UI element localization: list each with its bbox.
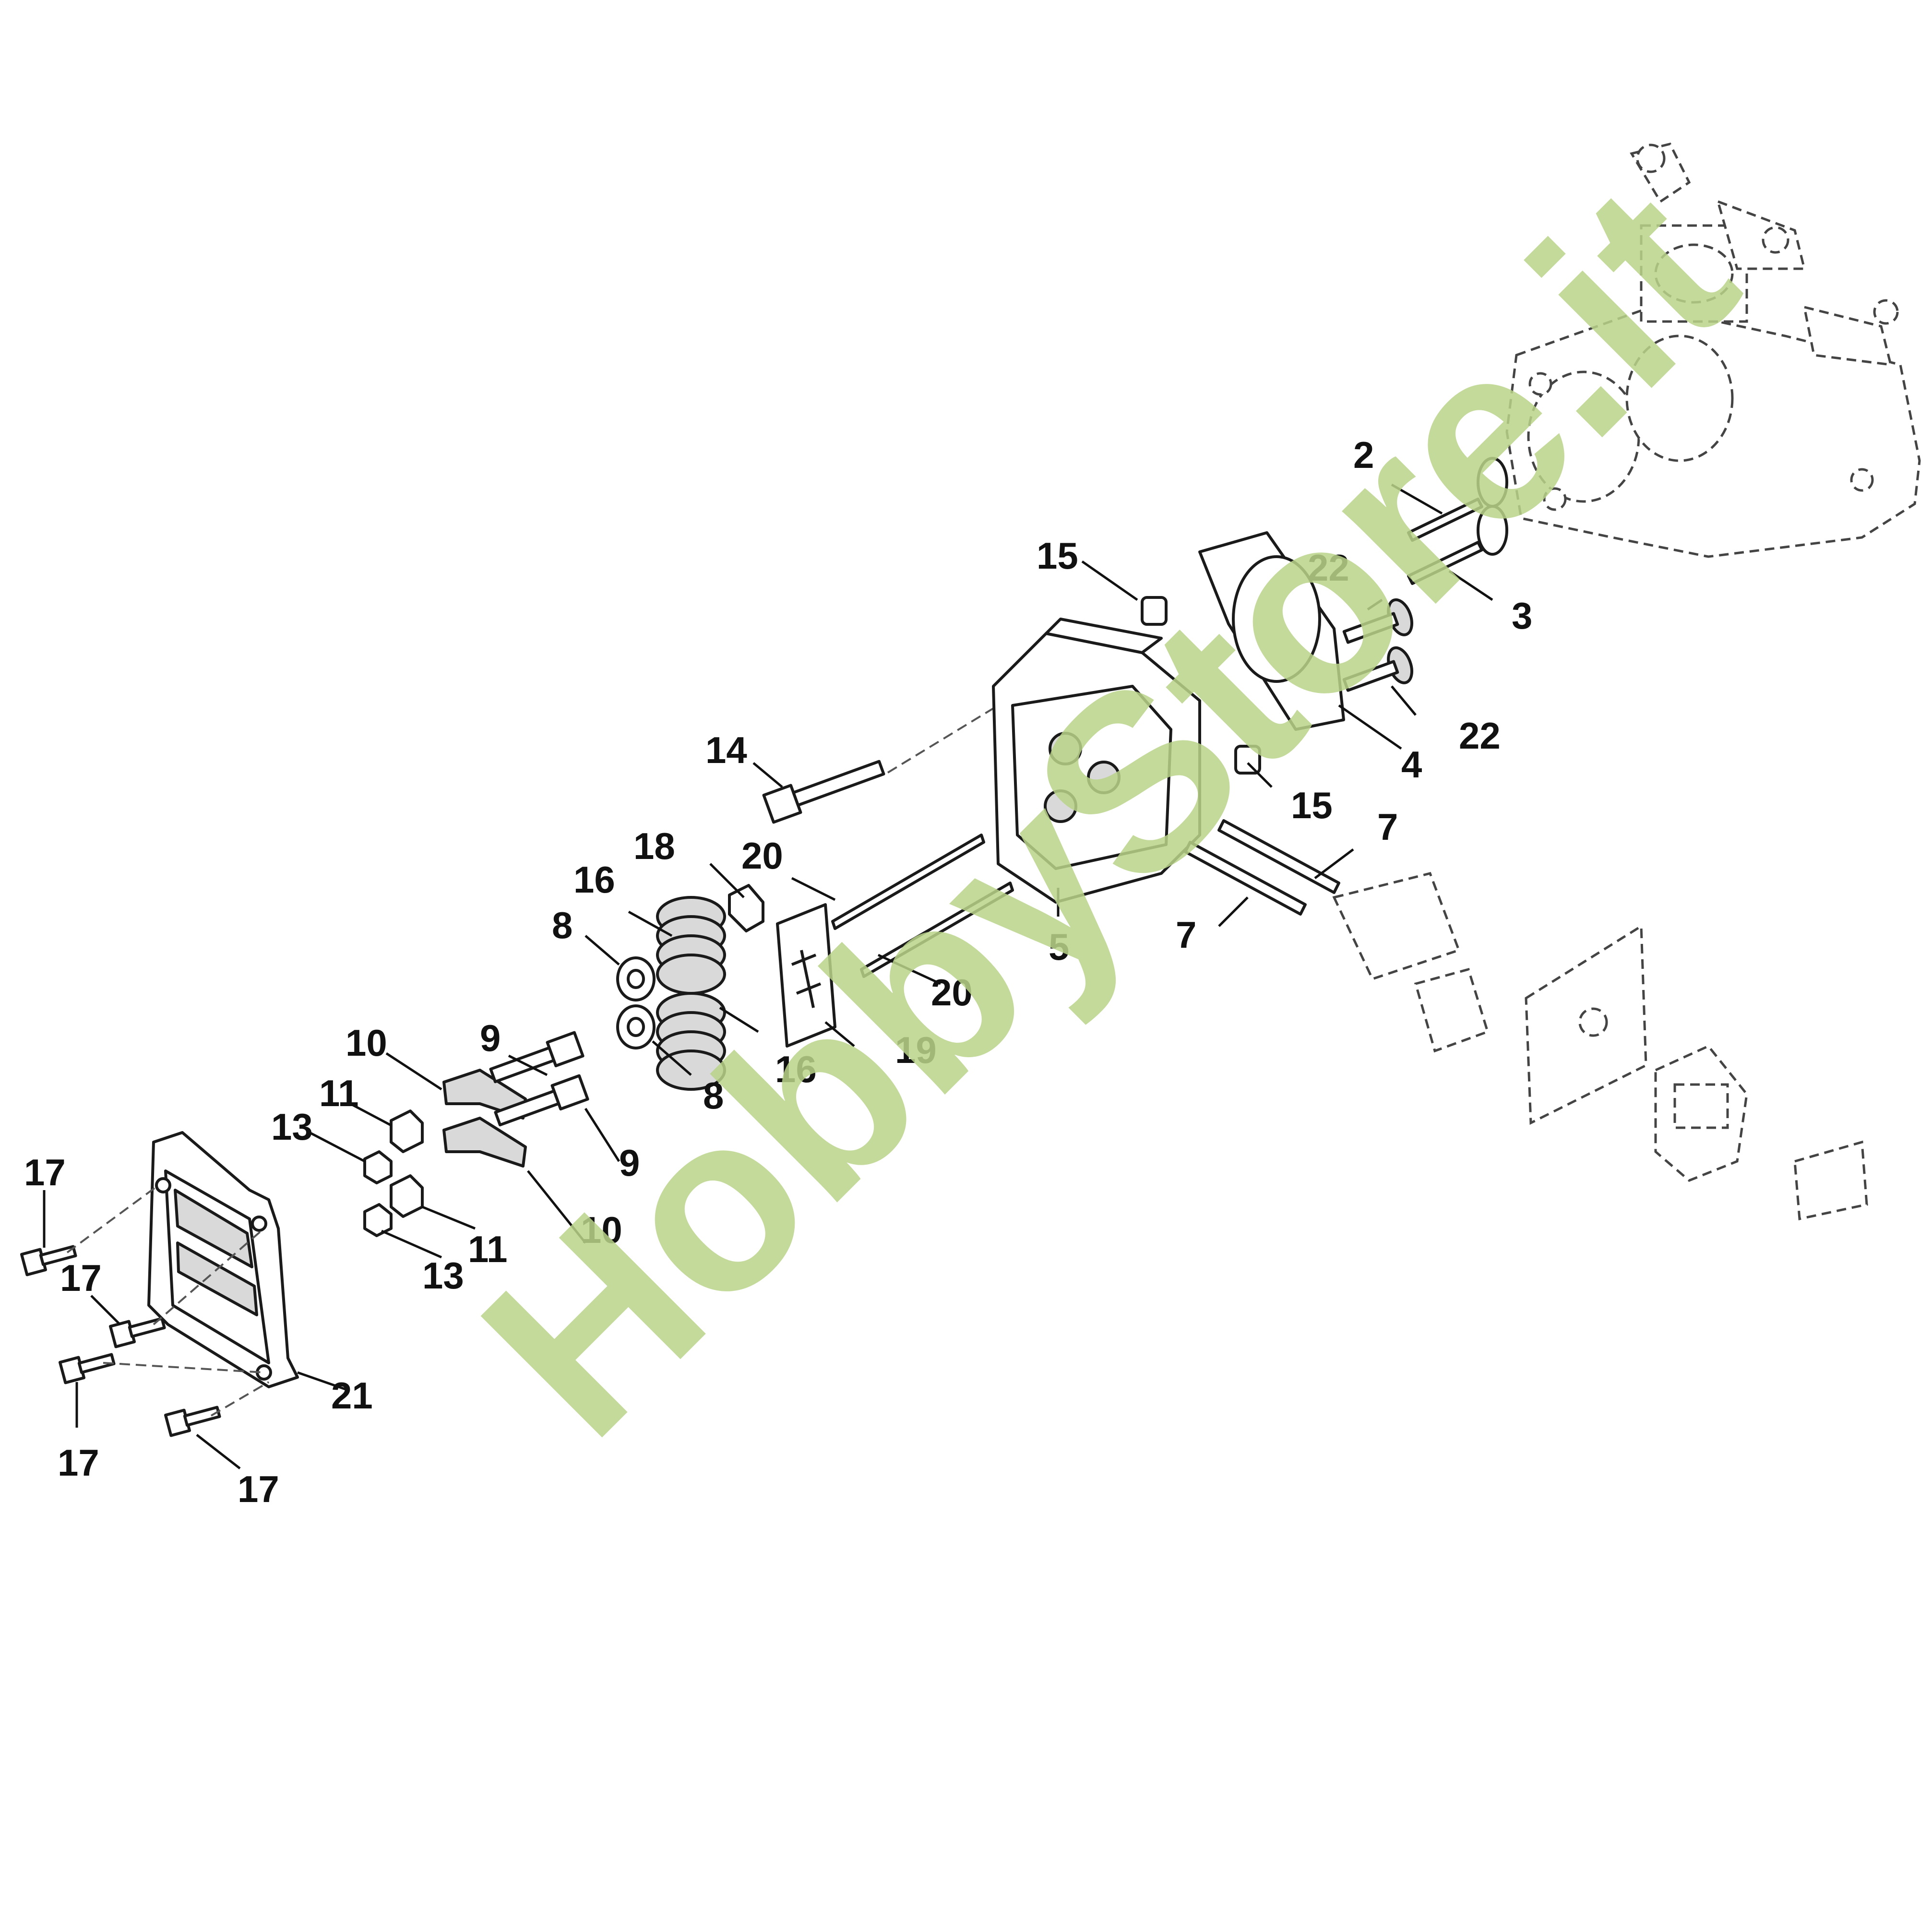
callout-10: 10 <box>581 1209 622 1251</box>
callout-9: 9 <box>619 1142 640 1184</box>
valve-springs-and-retainers <box>616 884 764 1091</box>
valves <box>1407 457 1508 585</box>
callout-9: 9 <box>480 1017 501 1059</box>
callout-2: 2 <box>1353 434 1374 476</box>
callout-14: 14 <box>705 729 747 771</box>
engine-block-ghost <box>1505 143 1921 558</box>
rocker-arms <box>442 1069 527 1168</box>
dowel-pins <box>1141 596 1261 775</box>
callout-19: 19 <box>895 1029 937 1071</box>
callout-11: 11 <box>319 1072 358 1114</box>
rocker-studs <box>489 1031 589 1127</box>
callout-17: 17 <box>60 1257 102 1299</box>
flange-bolts <box>20 1184 270 1437</box>
callout-13: 13 <box>422 1254 464 1297</box>
callout-labels: 2 3 22 22 15 15 4 14 7 7 18 20 20 5 16 1… <box>24 434 1532 1510</box>
watermark: HobbyStore.it <box>431 133 1786 1488</box>
leader-lines <box>43 483 1493 1469</box>
callout-22: 22 <box>1459 715 1501 757</box>
callout-20: 20 <box>741 835 783 877</box>
callout-4: 4 <box>1401 743 1422 786</box>
callout-8: 8 <box>703 1074 724 1117</box>
callout-15: 15 <box>1037 535 1078 577</box>
head-bolt <box>762 760 885 824</box>
callout-16: 16 <box>775 1048 817 1090</box>
valve-stem-seals <box>1342 598 1414 692</box>
push-rods <box>831 834 1014 978</box>
valve-cover <box>147 1131 299 1388</box>
callout-5: 5 <box>1049 926 1069 968</box>
head-gasket <box>1198 531 1345 731</box>
callout-10: 10 <box>346 1022 387 1064</box>
callout-7: 7 <box>1377 806 1398 848</box>
callout-16: 16 <box>573 859 615 901</box>
callout-20: 20 <box>931 971 973 1014</box>
callout-21: 21 <box>331 1374 373 1417</box>
callout-17: 17 <box>58 1442 99 1484</box>
callout-22: 22 <box>1308 547 1349 589</box>
carburetor-ghost <box>1332 872 1868 1221</box>
guide-plate <box>776 903 836 1048</box>
studs <box>1184 819 1340 916</box>
callout-7: 7 <box>1176 914 1196 956</box>
callout-13: 13 <box>271 1106 313 1148</box>
callout-8: 8 <box>552 904 572 946</box>
callout-18: 18 <box>633 825 675 867</box>
callout-11: 11 <box>468 1228 507 1270</box>
nuts-and-adjusters <box>363 1109 424 1237</box>
head-bolt-guide <box>887 704 999 774</box>
cylinder-head <box>992 618 1201 904</box>
callout-15: 15 <box>1291 784 1333 826</box>
callout-17: 17 <box>24 1151 66 1193</box>
callout-17: 17 <box>238 1468 279 1510</box>
callout-3: 3 <box>1512 595 1532 637</box>
